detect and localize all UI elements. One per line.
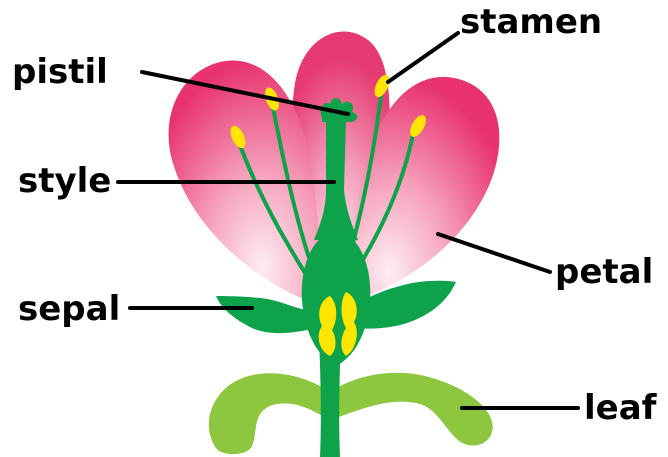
leaf-label: leaf xyxy=(584,388,658,428)
leaf-shapes xyxy=(209,373,493,454)
pistil-label: pistil xyxy=(12,52,108,92)
petal-label: petal xyxy=(555,252,653,292)
stamen-leader-line xyxy=(388,33,458,82)
style-label: style xyxy=(18,161,111,201)
stamen-label: stamen xyxy=(460,2,602,42)
leaf-left-shape xyxy=(209,373,330,454)
petal-leader-line xyxy=(438,234,550,272)
ovary-shape xyxy=(302,230,370,366)
sepal-label: sepal xyxy=(18,289,120,329)
